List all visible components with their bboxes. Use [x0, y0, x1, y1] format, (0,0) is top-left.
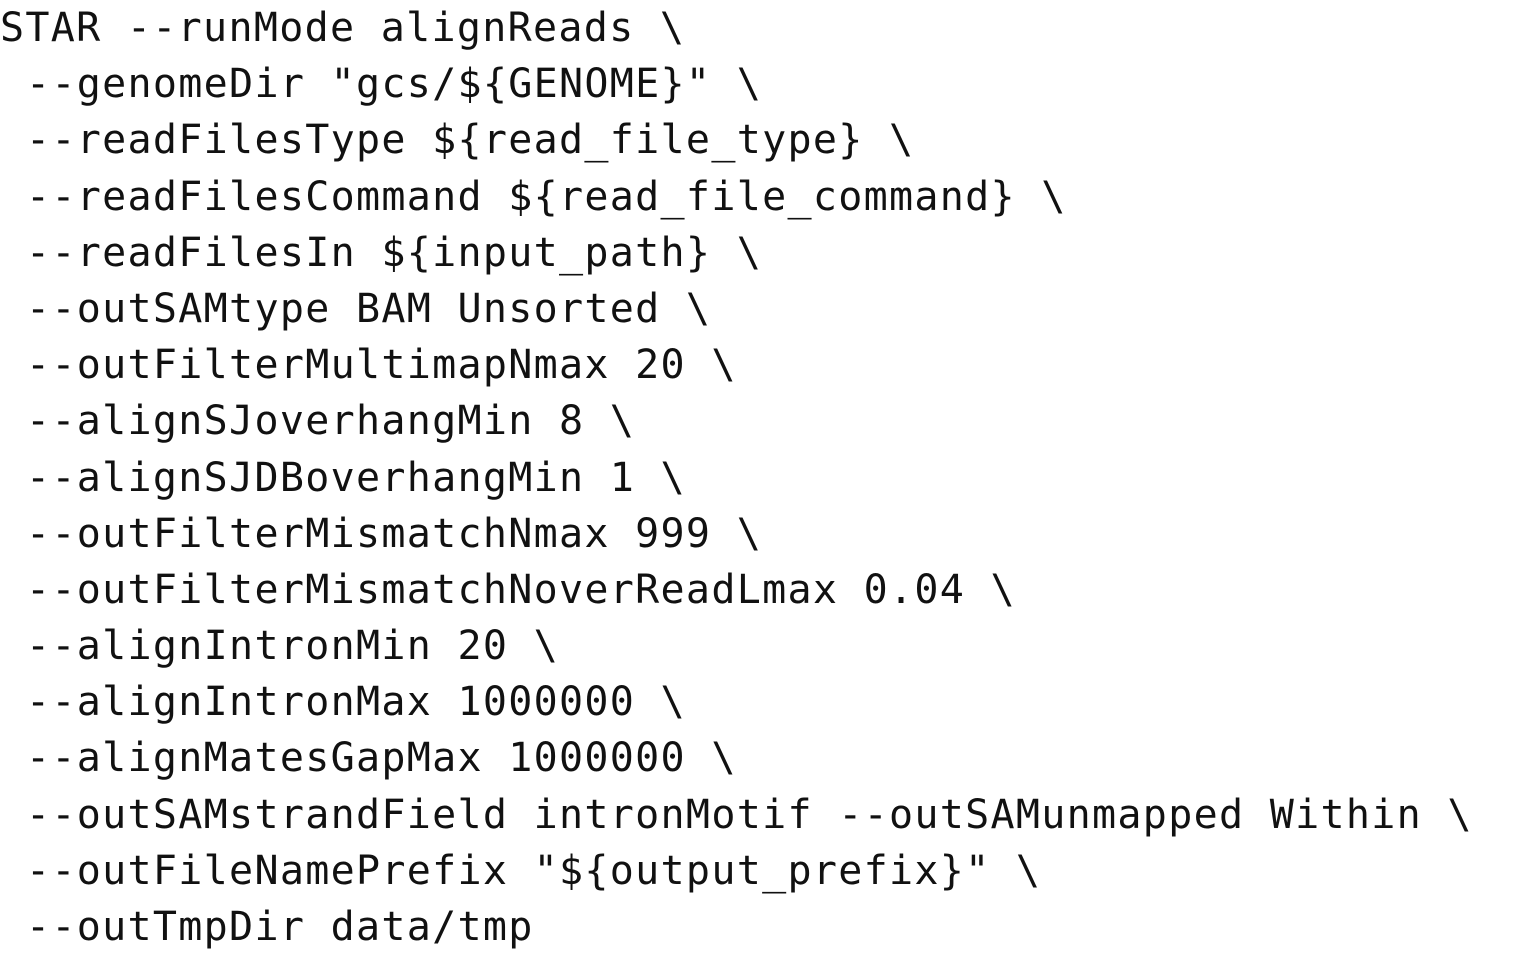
- code-line-align-sjdb-overhang-min: --alignSJDBoverhangMin 1 \: [26, 454, 686, 501]
- code-line-align-intron-min: --alignIntronMin 20 \: [26, 623, 560, 670]
- code-line-out-filter-mismatch-nmax: --outFilterMismatchNmax 999 \: [26, 510, 763, 557]
- code-line-read-files-command: --readFilesCommand ${read_file_command} …: [26, 173, 1067, 220]
- code-line-out-sam-strand-field: --outSAMstrandField intronMotif --outSAM…: [26, 791, 1473, 838]
- code-line-out-filter-multimap-nmax: --outFilterMultimapNmax 20 \: [26, 342, 737, 389]
- code-line-align-sj-overhang-min: --alignSJoverhangMin 8 \: [26, 398, 636, 445]
- code-line-read-files-in: --readFilesIn ${input_path} \: [26, 229, 763, 276]
- code-line-out-sam-type: --outSAMtype BAM Unsorted \: [26, 285, 712, 332]
- code-line-align-intron-max: --alignIntronMax 1000000 \: [26, 679, 686, 726]
- code-line-star-command: STAR --runMode alignReads \: [0, 5, 686, 51]
- code-line-read-files-type: --readFilesType ${read_file_type} \: [26, 117, 915, 164]
- code-line-out-tmp-dir: --outTmpDir data/tmp: [26, 904, 534, 950]
- code-line-out-file-name-prefix: --outFileNamePrefix "${output_prefix}" \: [26, 847, 1042, 894]
- code-line-align-mates-gap-max: --alignMatesGapMax 1000000 \: [26, 735, 737, 782]
- code-line-out-filter-mismatch-nover-readlmax: --outFilterMismatchNoverReadLmax 0.04 \: [26, 566, 1016, 613]
- code-line-genome-dir: --genomeDir "gcs/${GENOME}" \: [26, 61, 763, 108]
